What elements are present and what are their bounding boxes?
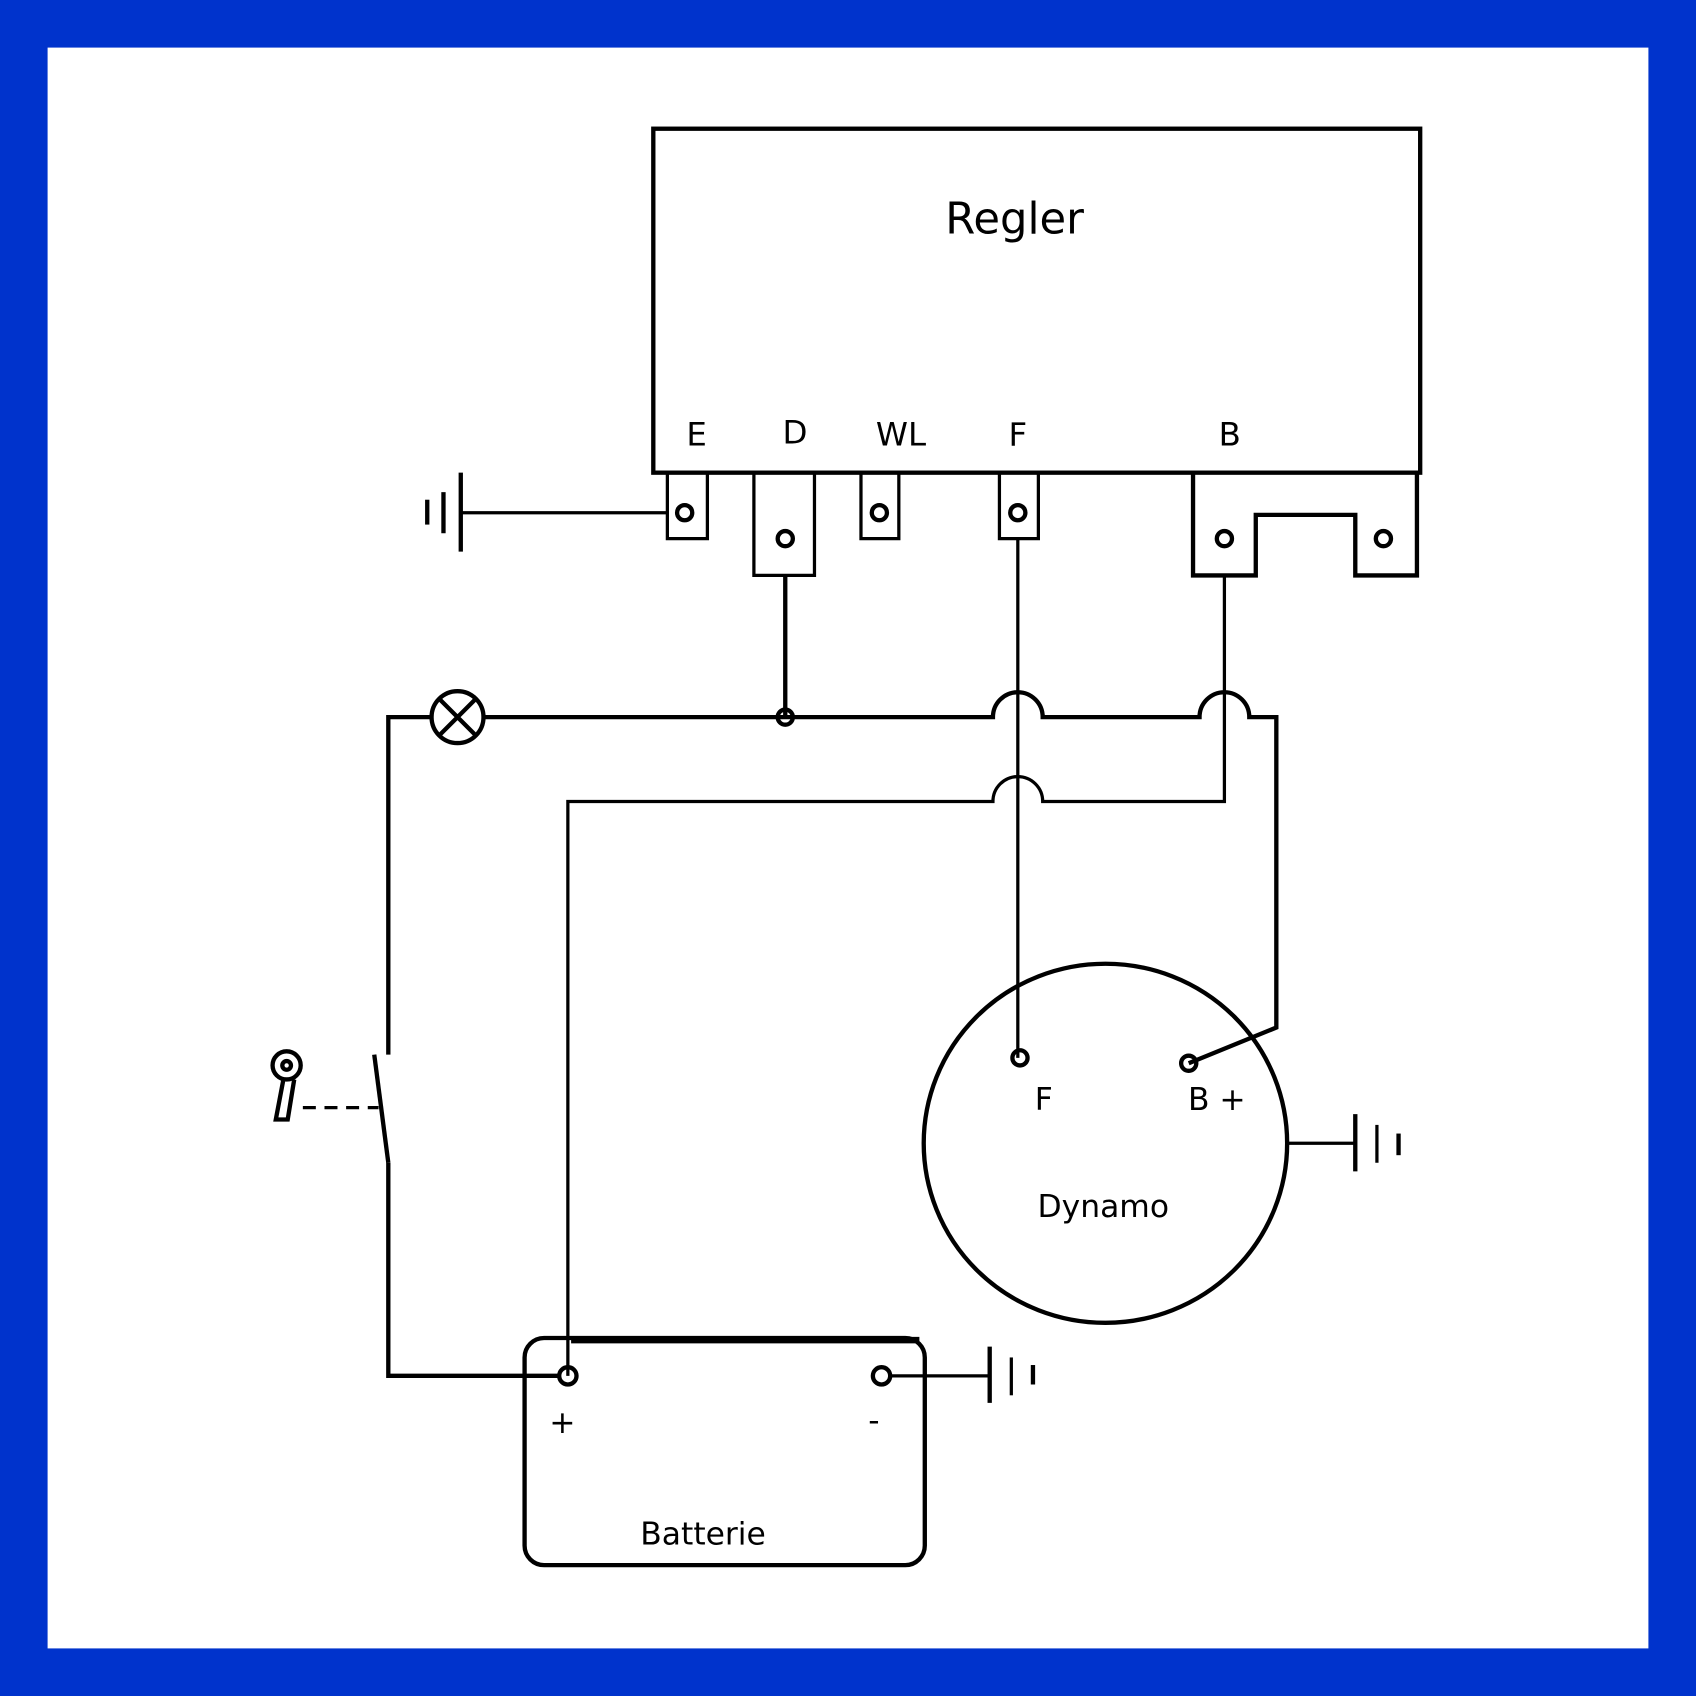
wires <box>386 538 1279 1379</box>
terminal-label-wl: WL <box>876 416 926 454</box>
ground-symbol-regler <box>425 472 668 552</box>
dynamo-f-terminal <box>1010 1048 1030 1068</box>
terminal-f-screw <box>1008 502 1028 523</box>
warning-lamp-icon <box>429 689 486 746</box>
ground-symbol-battery <box>890 1346 1036 1403</box>
dynamo-b-label: B + <box>1188 1082 1246 1118</box>
battery-plus-terminal <box>557 1365 579 1387</box>
terminal-e <box>665 472 710 541</box>
terminal-b-screw-1 <box>1214 528 1235 549</box>
dynamo-b-terminal <box>1178 1053 1199 1073</box>
ignition-switch <box>270 1049 391 1164</box>
wire-d-line <box>386 690 1279 1066</box>
switch-blade <box>372 1054 391 1164</box>
terminal-label-f: F <box>1008 416 1027 454</box>
terminal-b-screw-2 <box>1373 528 1394 549</box>
wire-switch-battery <box>386 1162 561 1379</box>
terminal-label-d: D <box>783 413 808 451</box>
canvas <box>47 47 1649 1649</box>
dynamo-title: Dynamo <box>1037 1189 1169 1225</box>
terminal-b <box>1190 472 1420 578</box>
battery-minus-label: - <box>868 1403 879 1439</box>
key-icon <box>270 1049 303 1122</box>
dynamo-f-label: F <box>1035 1082 1053 1118</box>
terminal-e-screw <box>674 502 695 523</box>
junction-dot <box>775 707 795 727</box>
battery-plus-label: + <box>549 1405 575 1441</box>
terminal-d-screw <box>775 528 795 549</box>
batterie: + - Batterie <box>522 1335 927 1568</box>
battery-title: Batterie <box>640 1517 766 1553</box>
regler-title: Regler <box>945 195 1084 245</box>
terminal-wl-screw <box>869 502 890 523</box>
terminal-label-b: B <box>1219 416 1241 454</box>
terminal-label-e: E <box>686 416 707 454</box>
terminal-wl <box>859 472 901 541</box>
ground-symbol-dynamo <box>1287 1114 1401 1172</box>
